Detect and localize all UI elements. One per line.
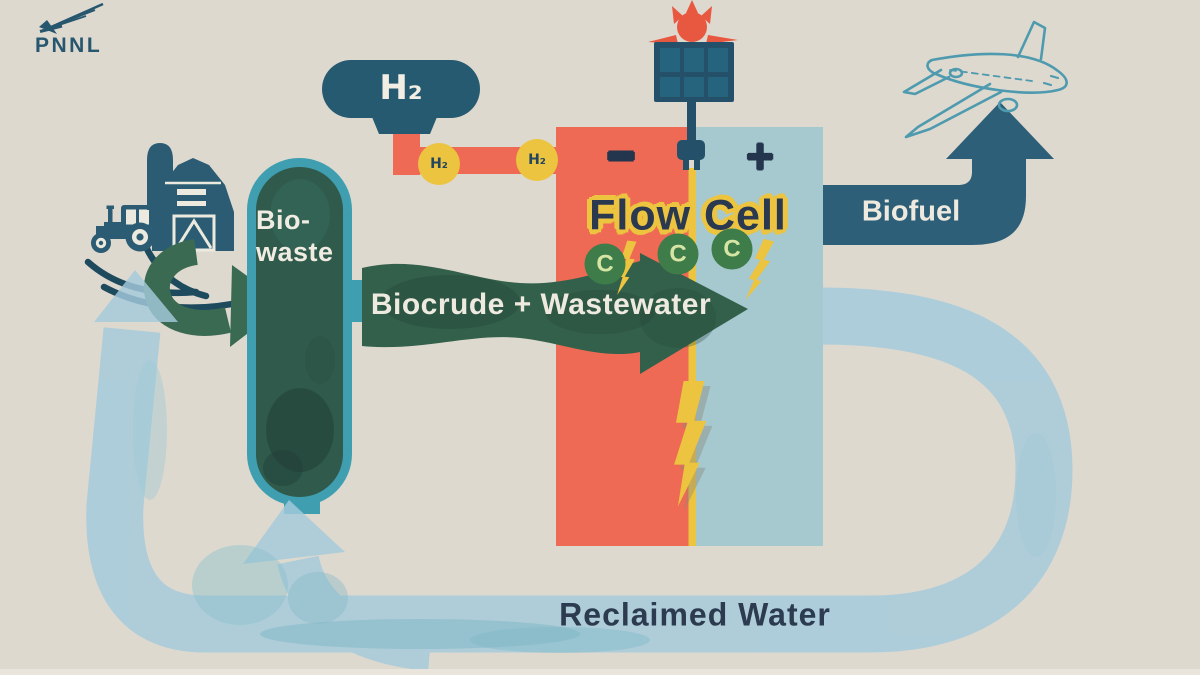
flow-cell-body [556, 127, 823, 546]
barn-icon [152, 158, 234, 252]
carbon-particle: C [711, 228, 753, 270]
reclaimed-water-label: Reclaimed Water [559, 596, 831, 633]
h2-bubble-label: H₂ [430, 156, 448, 172]
water-arrowhead-to-vessel [243, 500, 345, 564]
membrane-strip [688, 168, 696, 546]
h2-bubble-label: H₂ [528, 152, 546, 168]
biocrude-arrow [362, 253, 748, 374]
reclaimed-water-loop [86, 270, 1073, 671]
h2-tank-label: H₂ [379, 68, 423, 108]
pnnl-swoosh-icon [39, 2, 104, 34]
h2-tank-icon [322, 60, 480, 134]
solar-panel-icon [654, 42, 734, 142]
h2-bubble [516, 139, 558, 181]
carbon-particle: C [584, 243, 626, 285]
biofuel-arrow-label: Biofuel [861, 195, 961, 228]
flow-cell-positive-side [696, 127, 823, 546]
biowaste-label-line2: waste [256, 237, 334, 267]
carbon-label: C [723, 235, 741, 262]
carbon-label: C [669, 240, 687, 267]
water-arrowhead-to-farm [94, 270, 178, 322]
carbon-label: C [596, 250, 614, 277]
pnnl-logo-text: PNNL [35, 34, 103, 57]
plug-icon [677, 140, 705, 170]
tractor-icon [91, 205, 155, 253]
biowaste-vessel [247, 158, 374, 514]
negative-terminal-symbol: − [606, 113, 636, 197]
biowaste-label-line1: Bio- [256, 205, 311, 235]
h2-bubble [418, 143, 460, 185]
flow-cell-title: Flow Cell [589, 191, 787, 240]
biocrude-arrow-label: Biocrude + Wastewater [370, 288, 712, 321]
biowaste-label: Bio- waste [256, 204, 334, 268]
biofuel-arrow [823, 102, 1054, 245]
bottom-edge-strip [0, 669, 1200, 675]
airplane-icon [902, 20, 1068, 139]
sun-icon [648, 0, 738, 44]
positive-terminal-symbol: + [745, 127, 775, 185]
carbon-particle: C [657, 233, 699, 275]
